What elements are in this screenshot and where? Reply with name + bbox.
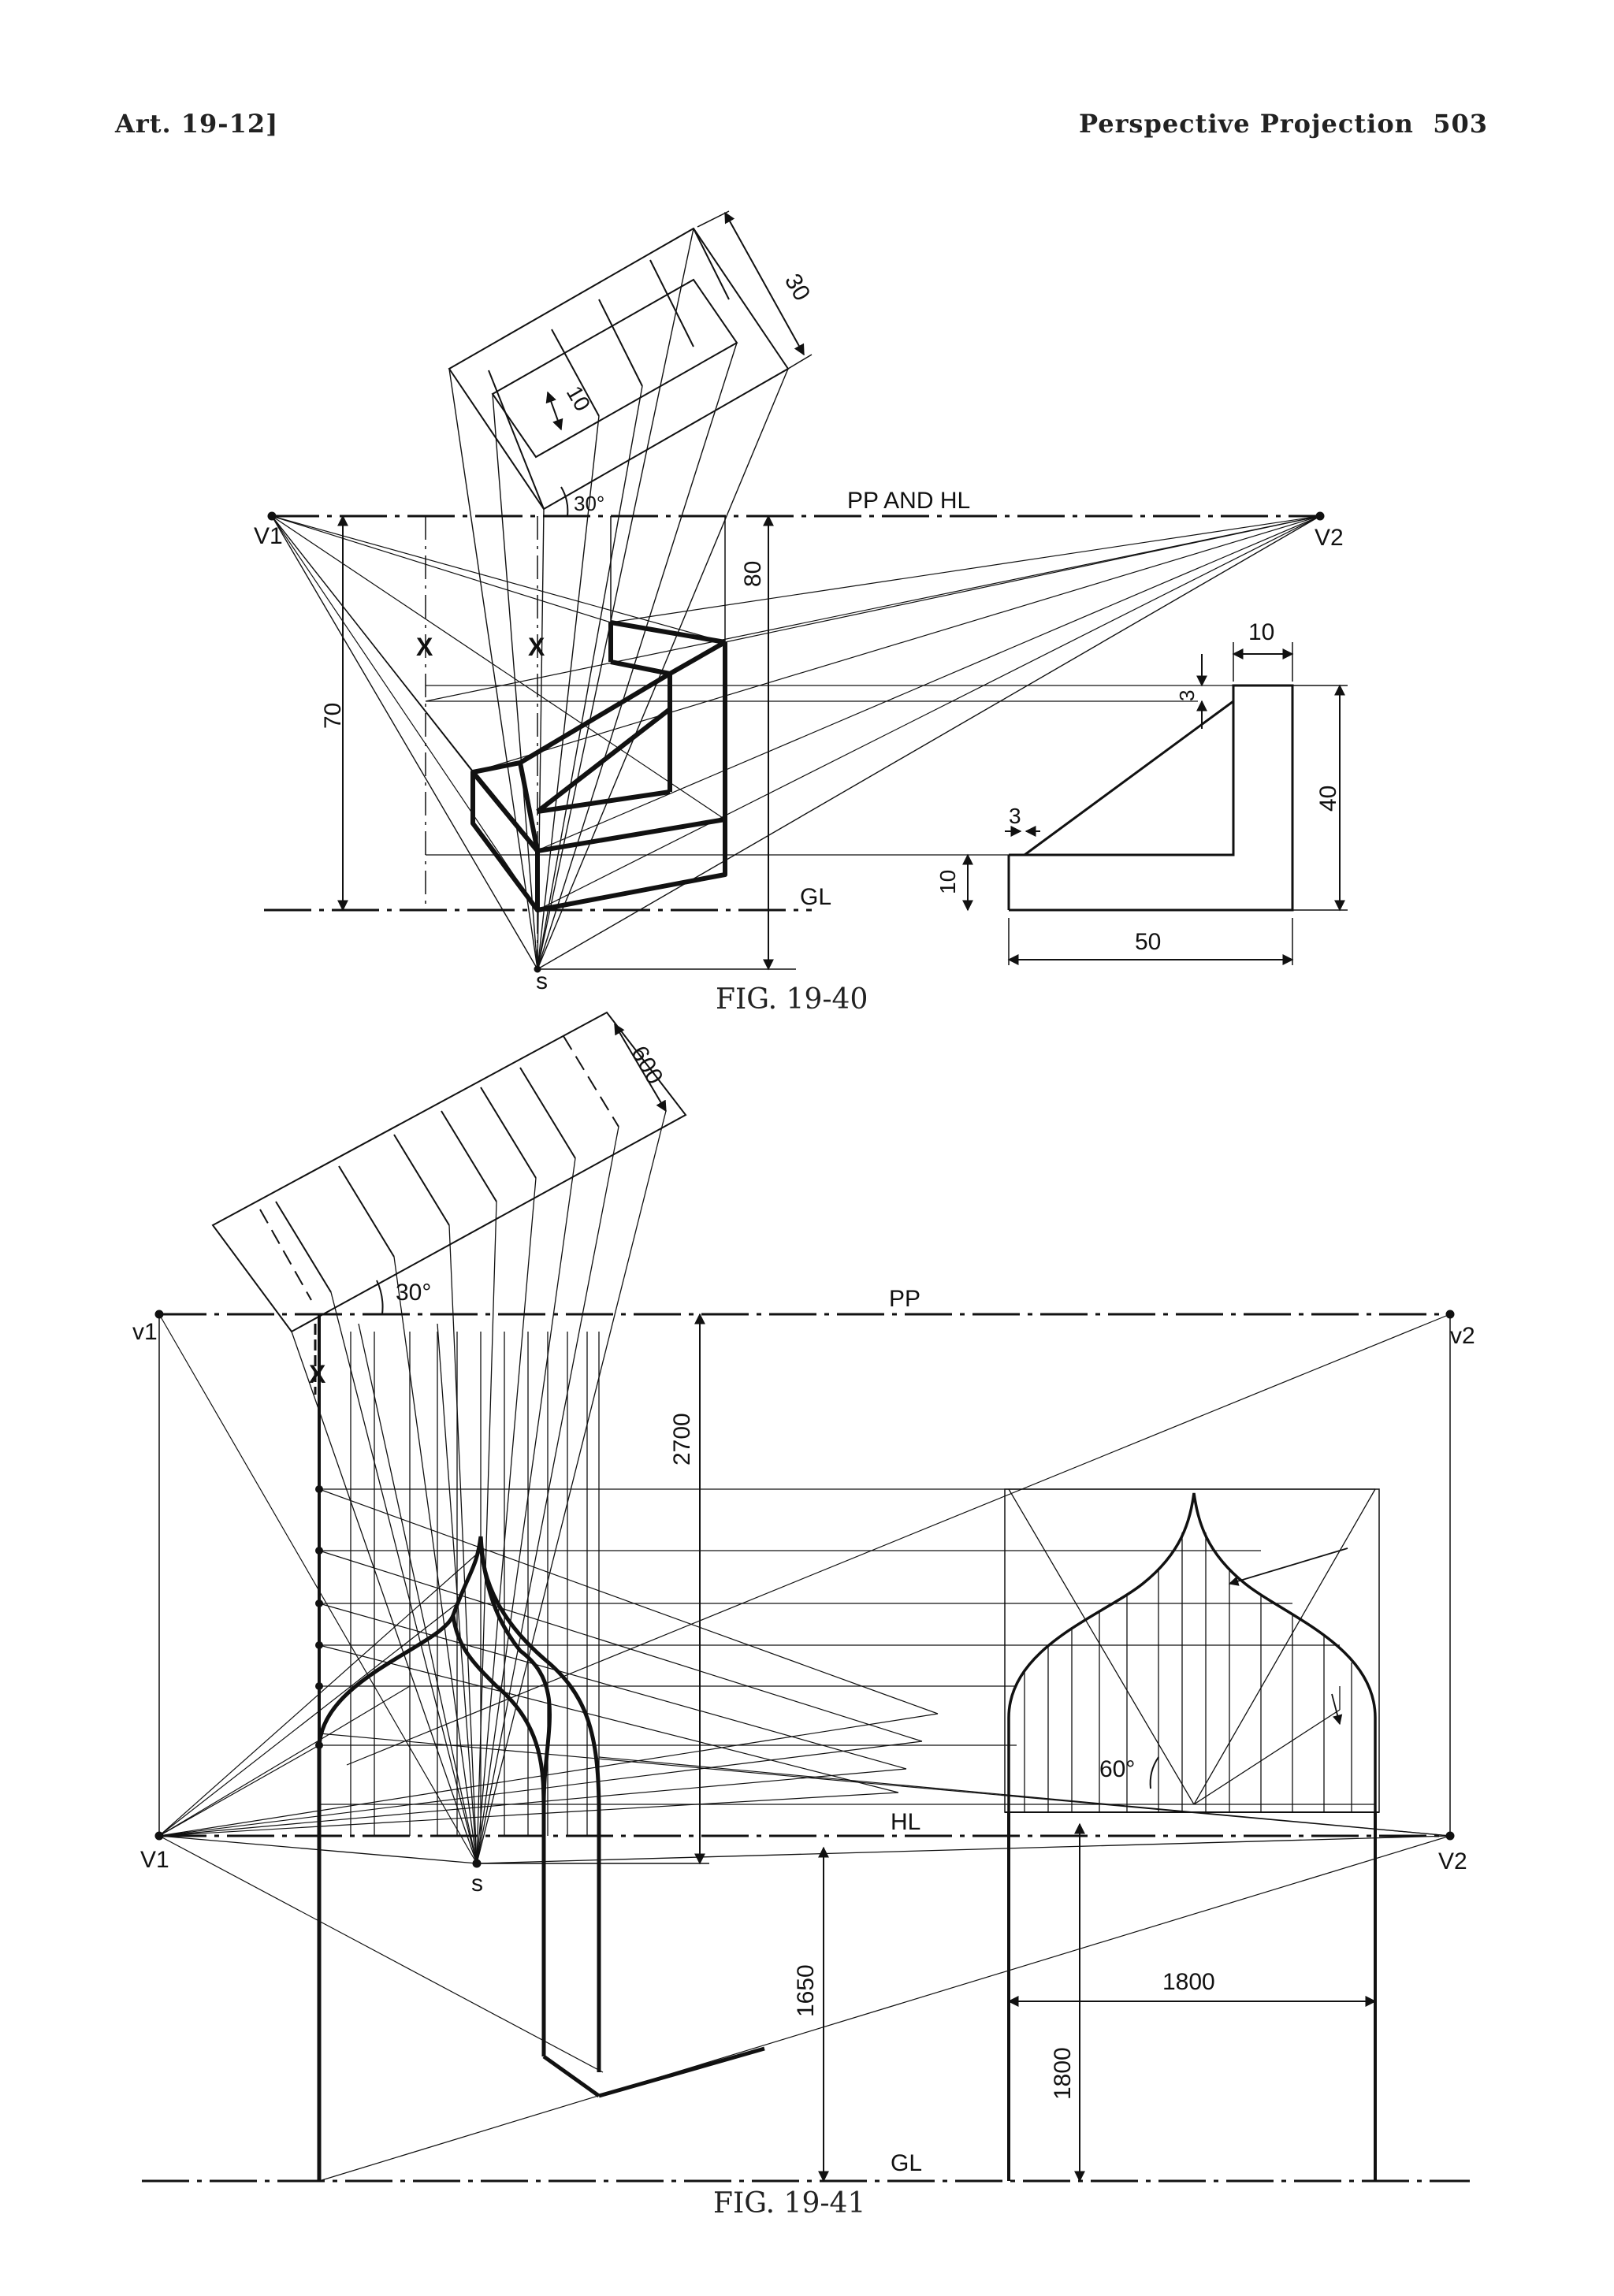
fig40-dim-70: 70 [320, 703, 346, 729]
horizontal-projectors [319, 1488, 1375, 1805]
fig40-dim-3-slope: 3 [1009, 804, 1021, 828]
perspective-dome [317, 1536, 765, 2181]
fig40-dim-40: 40 [1315, 786, 1341, 812]
fig40-dim-10-top: 10 [1248, 619, 1274, 645]
fig41-label-v1-top: v1 [132, 1319, 158, 1345]
angle-30-arc [560, 486, 569, 517]
dimensions-fig41 [314, 1313, 1377, 2183]
fig41-angle-60: 60° [1099, 1756, 1135, 1782]
fig40-angle-30: 30° [574, 492, 604, 515]
running-head-article: Art. 19-12] [115, 109, 279, 139]
fig41-dim-600: 600 [626, 1042, 668, 1089]
page-number: 503 [1433, 109, 1488, 139]
visual-rays-fig41 [158, 1110, 1451, 1864]
fig40-dim-50: 50 [1135, 929, 1161, 955]
fig40-label-x-right: X [528, 633, 545, 661]
fig40-label-v2: V2 [1315, 525, 1344, 551]
fig41-angle-30: 30° [396, 1280, 431, 1306]
fig40-dim-10-plan: 10 [562, 382, 595, 415]
fig41-label-v2-top: v2 [1450, 1323, 1475, 1349]
fig41-label-s: s [471, 1871, 483, 1897]
vanishing-lines-v1 [158, 1313, 939, 2073]
figure-19-41 [142, 1011, 1470, 2183]
fig41-label-v1: V1 [140, 1847, 169, 1873]
dim-600-line [614, 1023, 667, 1113]
dim-30-line [724, 211, 805, 356]
fig41-dim-1800-height: 1800 [1050, 2047, 1076, 2100]
fig40-dim-3-top: 3 [1175, 690, 1199, 701]
fig40-dim-30: 30 [779, 269, 815, 305]
running-head-title: Perspective Projection 503 [1079, 109, 1488, 139]
fig41-dim-2700: 2700 [669, 1413, 695, 1466]
fig40-label-pp-hl: PP AND HL [847, 488, 970, 514]
elevation-view [1007, 684, 1294, 912]
fig41-label-x: X [309, 1360, 326, 1388]
fig41-label-hl: HL [891, 1809, 920, 1835]
angle-30-arc-fig41 [376, 1280, 384, 1315]
fig40-label-s: s [536, 968, 548, 994]
fig41-label-gl: GL [891, 2150, 922, 2176]
plan-band [211, 1011, 687, 1333]
elevation-dimensions [962, 642, 1348, 965]
vanishing-lines [271, 515, 1321, 911]
dim-10-plan-line [545, 391, 563, 431]
height-lines [426, 685, 1233, 856]
perspective-object [470, 620, 727, 912]
fig40-dim-80: 80 [740, 561, 766, 587]
fig41-dim-1800-width: 1800 [1162, 1969, 1215, 1995]
plan-view [448, 227, 790, 511]
fig40-dim-10-base: 10 [935, 870, 960, 894]
fig41-caption: FIG. 19-41 [713, 2187, 865, 2220]
fig41-label-pp: PP [889, 1286, 920, 1312]
fig40-label-v1: V1 [254, 523, 283, 549]
fig41-dim-1650: 1650 [793, 1964, 819, 2017]
fig41-label-v2: V2 [1438, 1848, 1467, 1874]
figure-19-40 [264, 210, 1348, 973]
fig40-caption: FIG. 19-40 [716, 983, 868, 1016]
fig40-label-gl: GL [800, 884, 831, 910]
running-head-title-text: Perspective Projection [1079, 109, 1414, 139]
fig40-label-x-left: X [416, 633, 433, 661]
